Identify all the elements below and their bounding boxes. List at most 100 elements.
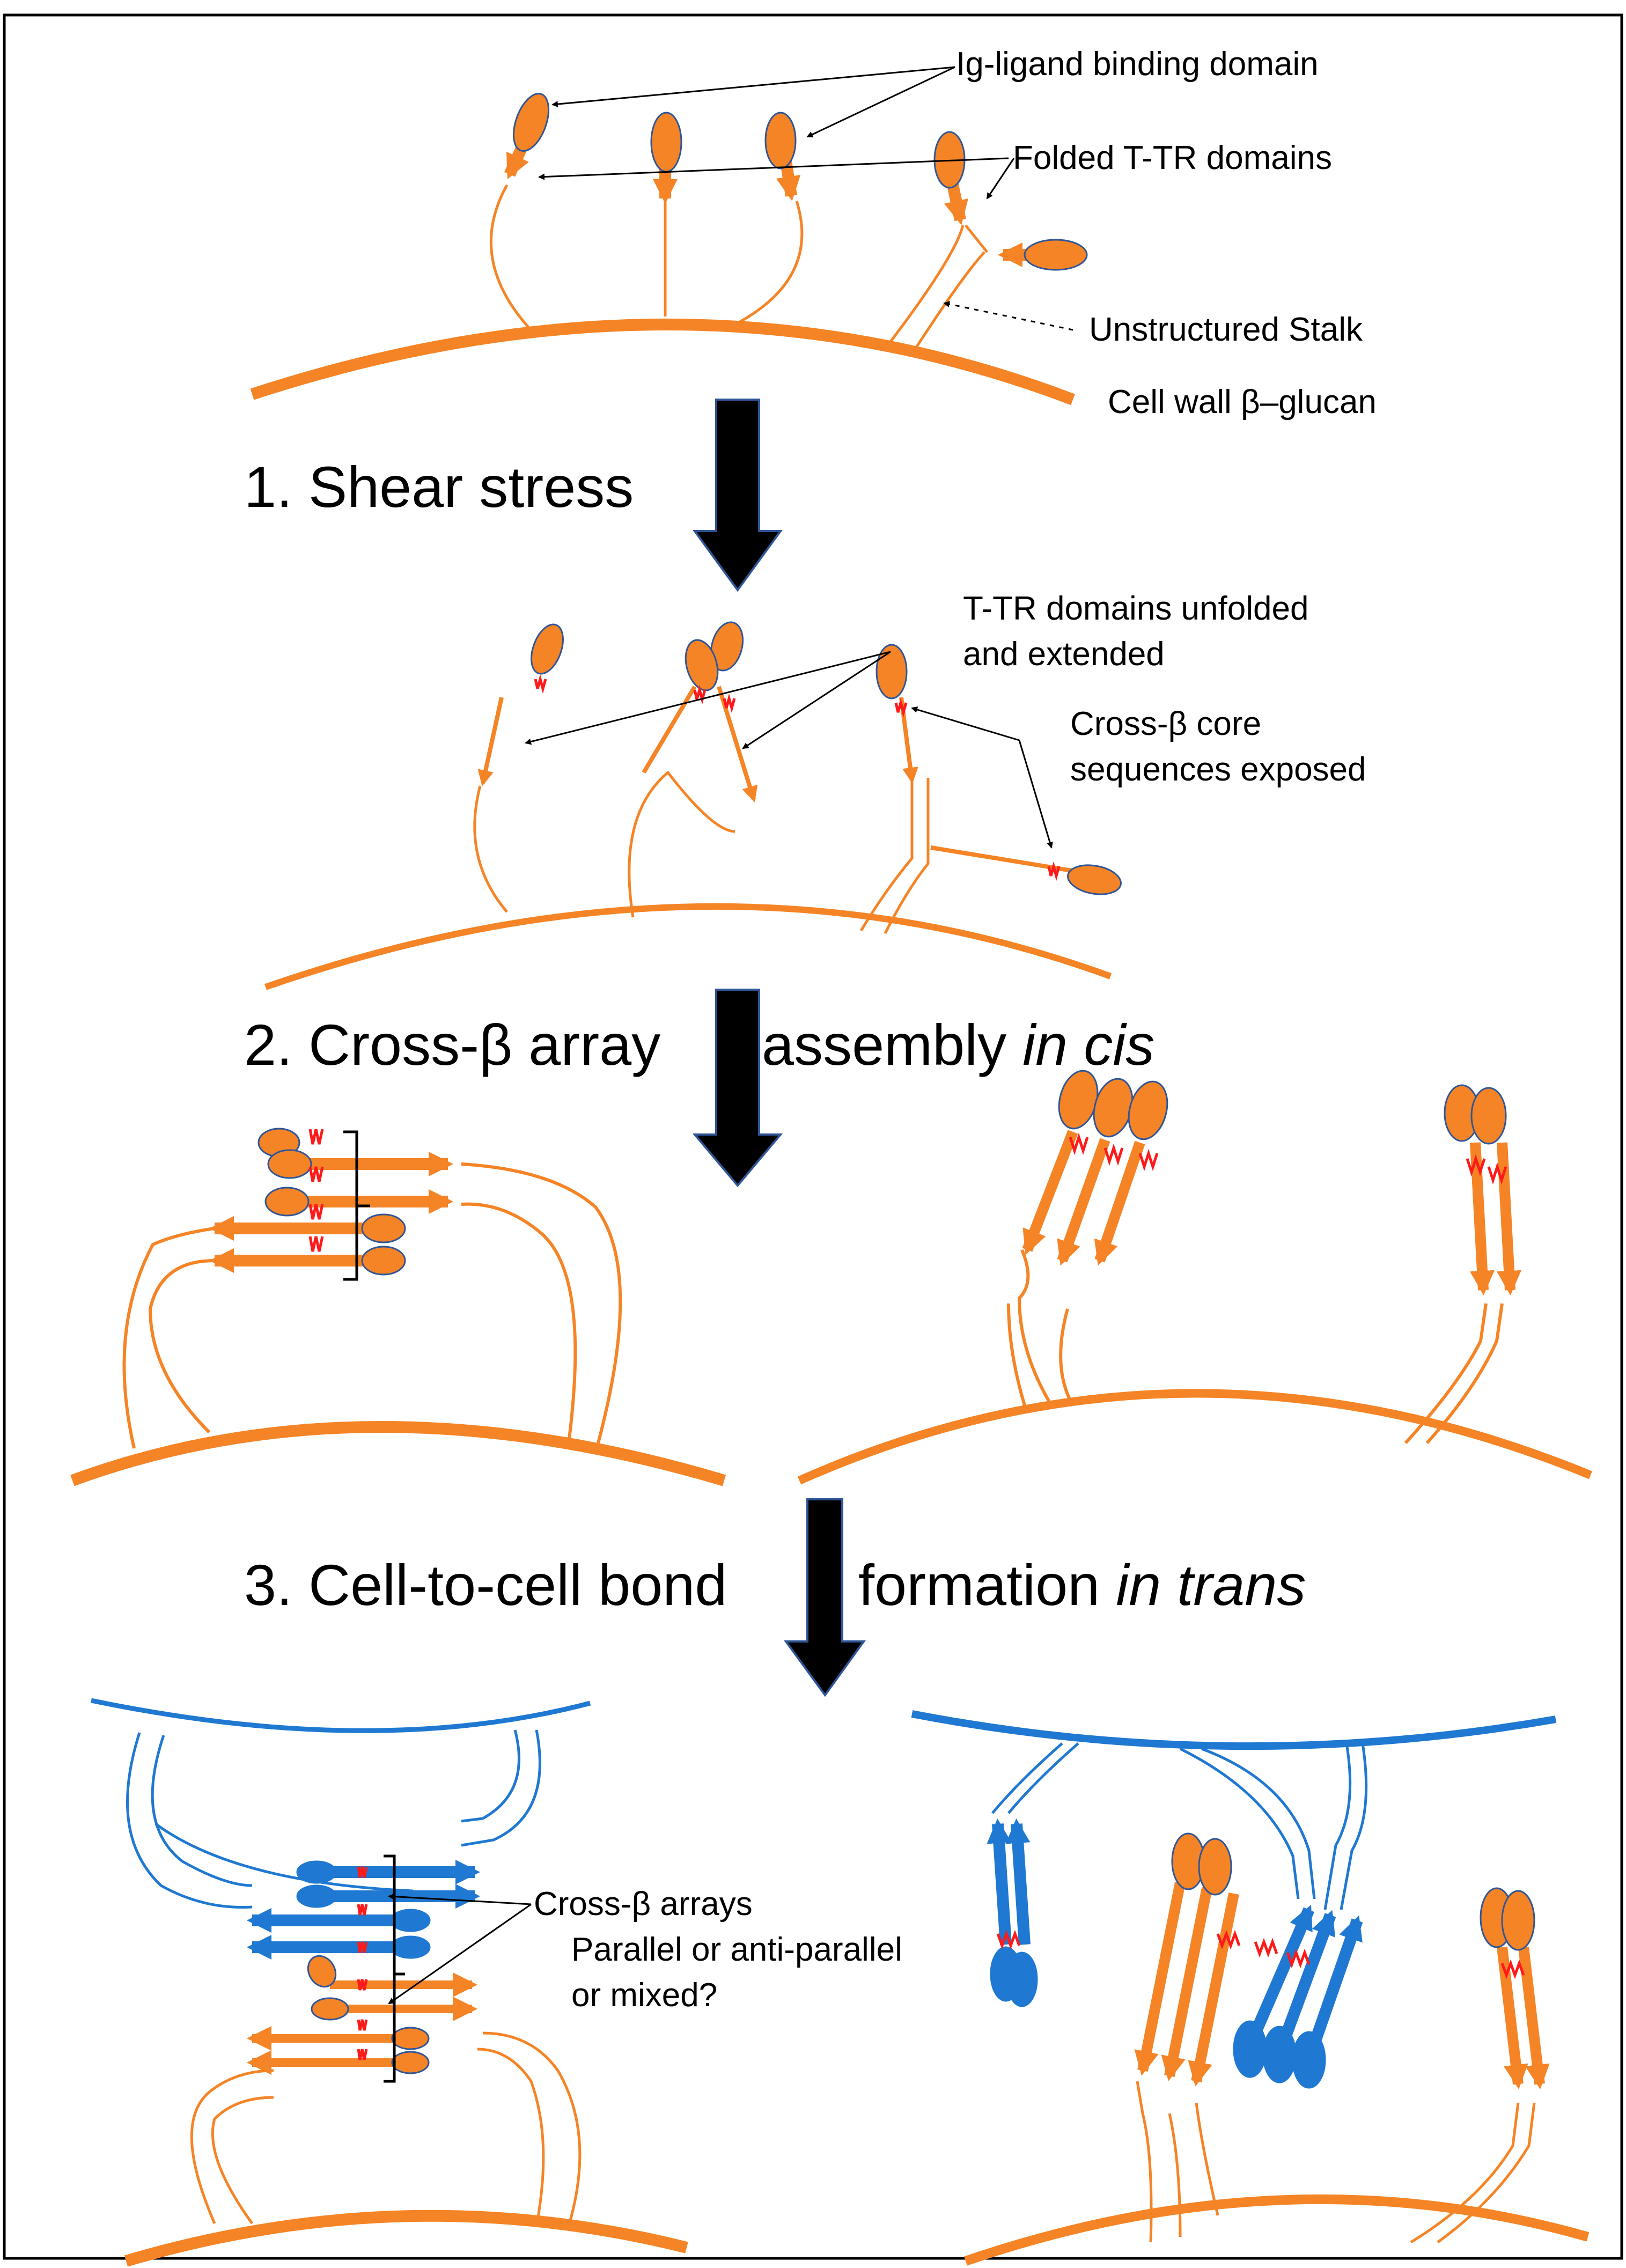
stalk [1404, 1303, 1488, 1445]
cross-beta-core [357, 1904, 368, 1916]
extended-ttr [642, 685, 697, 774]
ig-domain [361, 1246, 406, 1276]
partner-ig-domain [1006, 1952, 1038, 2007]
pointer-line [911, 706, 1020, 741]
panel-unfolded: T-TR domains unfolded and extended Cross… [264, 590, 1366, 990]
ttr-array-strand [1134, 1882, 1186, 2076]
label-cell-wall: Cell wall β–glucan [1108, 384, 1377, 421]
cell-wall-curve [797, 1389, 1593, 1485]
partner-ig-domain [1292, 2031, 1326, 2089]
step-3-title-a: 3. Cell-to-cell bond [244, 1552, 727, 1617]
cross-beta-core [1254, 1938, 1278, 1958]
cross-beta-core [1047, 861, 1061, 881]
ttr-array-strand [1470, 1142, 1495, 1295]
ig-domain [710, 621, 744, 672]
step-1-title: 1. Shear stress [244, 454, 634, 519]
stalk [482, 2031, 582, 2227]
panel-cis-left [70, 1128, 726, 1486]
partner-array-strand [1279, 1910, 1336, 2041]
partner-stalk [126, 1732, 253, 1909]
partner-array-strand [987, 1818, 1012, 1945]
ig-domain [1067, 864, 1122, 895]
ig-domain [267, 1149, 312, 1179]
folded-ttr-domain [944, 181, 968, 225]
ig-domain [264, 1187, 310, 1217]
stalk [477, 2048, 545, 2227]
pointer-line [742, 651, 891, 749]
stalk [1410, 2102, 1520, 2244]
partner-ig-domain [1233, 2020, 1267, 2078]
partner-ig-domain [296, 1884, 337, 1908]
stalk [1059, 1308, 1075, 1407]
ttr-array-strand [1057, 1138, 1110, 1266]
pointer-line [1018, 740, 1053, 849]
pointer-line [943, 301, 1073, 331]
stalk [190, 2069, 274, 2224]
cell-wall-curve [124, 2210, 688, 2267]
cross-beta-core [357, 2049, 368, 2060]
stalk [1437, 2102, 1536, 2244]
stalk [628, 770, 735, 918]
cross-beta-core [534, 674, 547, 694]
ttr-array-strand [1518, 1946, 1550, 2089]
pointer-line [525, 651, 891, 745]
label-unfolded-1: T-TR domains unfolded [963, 590, 1308, 627]
panel-cis-right [797, 1070, 1593, 1485]
cross-beta-core [357, 1979, 368, 1991]
stalk [1136, 2081, 1153, 2243]
stalk [473, 785, 508, 913]
ttr-array-strand [1022, 1130, 1078, 1255]
partner-stalk [1179, 1747, 1300, 1899]
ig-domain [764, 112, 797, 170]
partner-stalk [154, 1822, 414, 1893]
cross-beta-core [693, 684, 707, 705]
stalk [734, 201, 804, 326]
down-arrow [693, 399, 783, 592]
partner-array-strand [1005, 1818, 1031, 1945]
pointer-line [538, 157, 1009, 180]
stalk [122, 1227, 215, 1449]
partner-array-strand [1308, 1915, 1363, 2046]
step-3-title-b: formation in trans [858, 1552, 1306, 1617]
ig-domain [311, 1997, 349, 2021]
cell-wall-curve [264, 903, 1112, 990]
ig-domain [391, 2051, 430, 2074]
ig-domain [512, 93, 550, 152]
array-bracket [384, 1854, 405, 2083]
step-3-word: formation [858, 1552, 1100, 1617]
partner-ig-domain [1262, 2026, 1297, 2083]
stalk [1425, 1303, 1504, 1445]
cross-beta-core [1487, 1162, 1507, 1185]
step-2-title-b: assembly in cis [762, 1012, 1154, 1077]
cross-beta-core [308, 1236, 324, 1252]
step-3-italic: in trans [1116, 1552, 1306, 1617]
partner-cell-wall [91, 1698, 591, 1733]
ig-domain [1024, 239, 1088, 271]
partner-stalk [1340, 1743, 1368, 1910]
partner-stalk [151, 1735, 253, 1887]
label-question-1: Parallel or anti-parallel [571, 1931, 902, 1968]
cross-beta-core [1069, 1132, 1089, 1155]
ig-domain [1501, 1890, 1535, 1951]
panel-trans-right [911, 1710, 1590, 2266]
stalk [461, 1202, 577, 1444]
ig-domain [685, 639, 719, 691]
label-ig-ligand: Ig-ligand binding domain [956, 46, 1319, 83]
stalk [965, 224, 988, 253]
pointer-line [806, 66, 955, 138]
stalk [884, 225, 965, 350]
stalk [1195, 2102, 1219, 2216]
ttr-array-strand [1094, 1140, 1145, 1266]
ig-domain [391, 2027, 430, 2050]
partner-stalk [991, 1742, 1063, 1814]
cross-beta-core [1286, 1948, 1311, 1969]
stalk [461, 1162, 622, 1444]
cell-wall-curve [250, 319, 1075, 406]
cross-beta-core [1216, 1930, 1241, 1950]
partner-array-strand [1249, 1904, 1315, 2036]
partner-cell-wall [911, 1710, 1557, 1750]
ig-domain [650, 112, 682, 173]
pointer-line [551, 66, 955, 108]
partner-ig-domain [296, 1860, 337, 1884]
